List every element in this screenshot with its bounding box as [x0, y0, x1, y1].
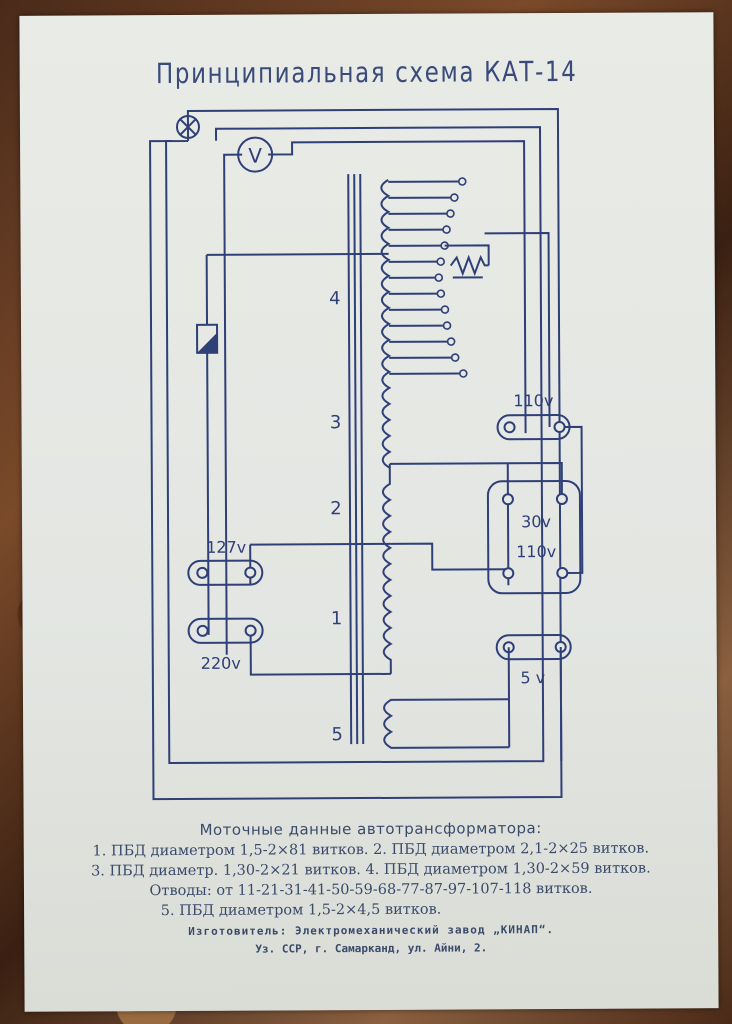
section-label-3: 3: [330, 412, 342, 433]
winding-data-line-2: 3. ПБД диаметр. 1,30-2×21 витков. 4. ПБД…: [91, 860, 651, 880]
manufacturer-address: Уз. ССР, г. Самарканд, ул. Айни, 2.: [255, 941, 488, 956]
terminal-icon: [496, 414, 571, 441]
winding-data-line-5: 5. ПБД диаметром 1,5-2×4,5 витков.: [160, 901, 442, 920]
terminal-220v: [187, 617, 264, 644]
fuse-icon: [196, 252, 389, 635]
voltmeter-icon: V: [237, 136, 274, 173]
label-110v-box: 110v: [516, 542, 556, 561]
label-110v-top: 110v: [513, 391, 553, 410]
terminal-block-30-110: [486, 479, 582, 595]
manufacturer: Изготовитель: Электромеханический завод …: [188, 923, 555, 938]
internal-wires: [249, 425, 584, 676]
label-220v: 220v: [201, 654, 241, 673]
secondary-coil: [383, 698, 510, 749]
label-5v: 5 v: [520, 668, 545, 687]
winding-data-line-1: 1. ПБД диаметром 1,5-2×81 витков. 2. ПБД…: [92, 840, 650, 860]
terminal-5v: [495, 634, 572, 762]
circuit-schematic: V: [149, 108, 584, 801]
tap-contacts: [434, 177, 468, 378]
section-label-4: 4: [329, 288, 341, 309]
section-label-2: 2: [330, 498, 342, 519]
rheostat-icon: [444, 232, 551, 428]
label-30v: 30v: [521, 512, 551, 531]
lamp-icon: [175, 114, 200, 139]
transformer-core: [347, 174, 365, 745]
paper-sheet: Принципиальная схема КАТ-14 V: [19, 12, 719, 1012]
voltmeter-label: V: [248, 144, 262, 168]
winding-data-heading: Моточные данные автотрансформатора:: [199, 819, 542, 839]
frame-wires: [149, 108, 563, 801]
terminal-127v: [187, 559, 264, 586]
section-label-1: 1: [331, 608, 343, 629]
winding-coil: [380, 179, 393, 674]
section-label-5: 5: [331, 724, 343, 745]
label-127v: 127v: [206, 538, 246, 557]
tap-leads: [388, 180, 460, 375]
winding-data-taps: Отводы: от 11-21-31-41-50-59-68-77-87-97…: [149, 880, 593, 900]
